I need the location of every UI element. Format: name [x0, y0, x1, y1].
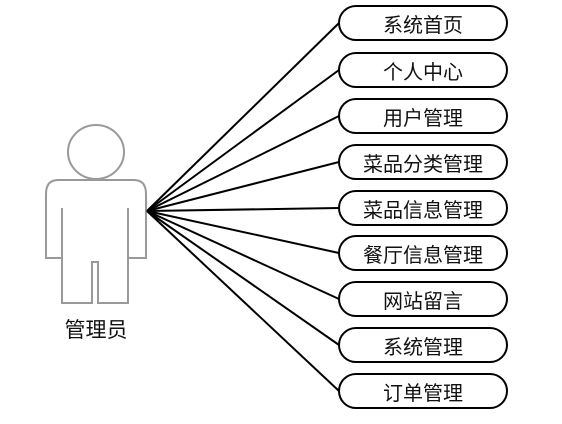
association-line-4: [146, 207, 340, 212]
association-line-6: [146, 210, 340, 300]
usecase-system-management[interactable]: 系统管理: [338, 327, 508, 363]
actor-figure: [45, 124, 147, 304]
usecase-dish-category-mgmt[interactable]: 菜品分类管理: [338, 144, 508, 180]
association-line-0: [146, 22, 340, 212]
association-line-8: [146, 210, 340, 392]
actor-head: [67, 124, 125, 180]
association-line-7: [146, 210, 340, 346]
association-line-5: [146, 210, 340, 254]
actor-label: 管理员: [64, 318, 128, 342]
usecase-order-management[interactable]: 订单管理: [338, 373, 508, 409]
usecase-user-management[interactable]: 用户管理: [338, 98, 508, 134]
usecase-restaurant-info-mgmt[interactable]: 餐厅信息管理: [338, 235, 508, 271]
actor-body: [45, 179, 147, 304]
association-lines: [146, 22, 340, 392]
usecase-system-home[interactable]: 系统首页: [338, 5, 508, 41]
association-line-1: [146, 69, 340, 212]
association-line-3: [146, 161, 340, 212]
usecase-dish-info-mgmt[interactable]: 菜品信息管理: [338, 190, 508, 226]
usecase-site-messages[interactable]: 网站留言: [338, 281, 508, 317]
usecase-personal-center[interactable]: 个人中心: [338, 52, 508, 88]
association-line-2: [146, 115, 340, 212]
